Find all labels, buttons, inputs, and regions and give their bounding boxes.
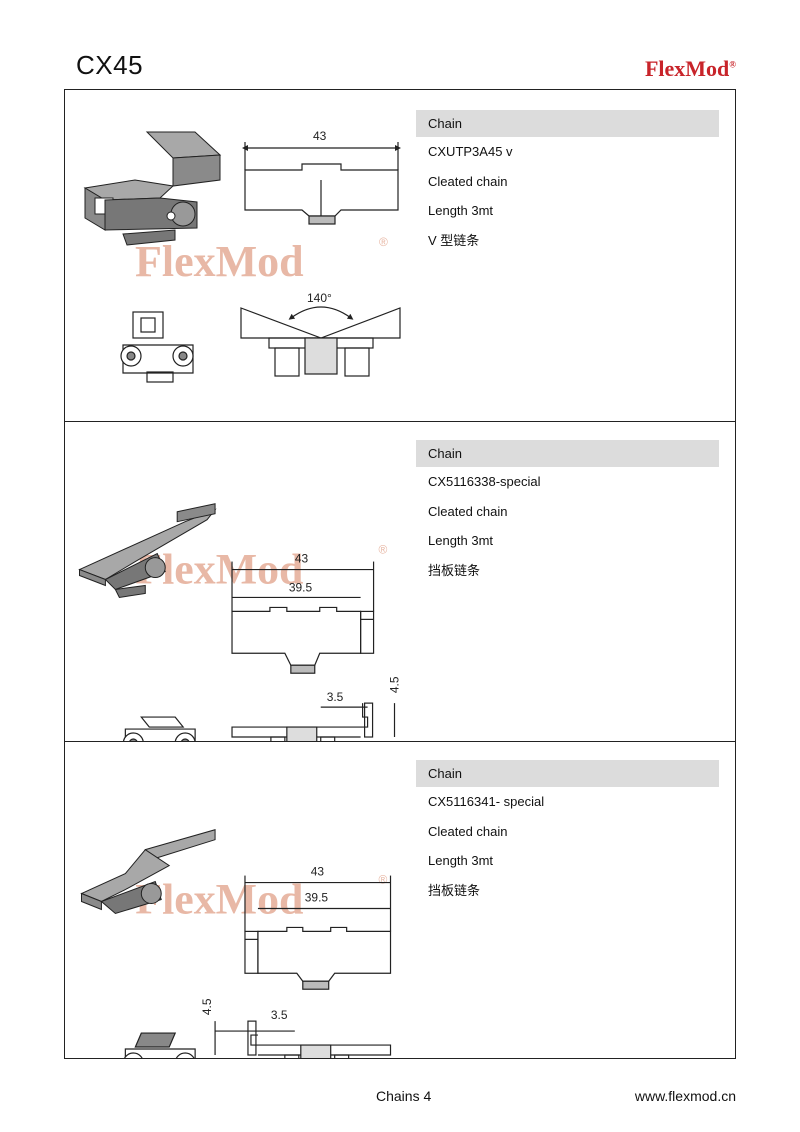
watermark-text: FlexMod	[135, 875, 303, 923]
top-view	[244, 875, 392, 990]
product-length: Length 3mt	[428, 853, 494, 868]
watermark-mark: ®	[379, 235, 388, 249]
product-code: CXUTP3A45 v	[428, 144, 513, 159]
product-info-3: Chain CX5116341- special Cleated chain L…	[416, 760, 719, 905]
info-header: Chain	[416, 110, 719, 137]
info-header: Chain	[416, 760, 719, 787]
product-info-1: Chain CXUTP3A45 v Cleated chain Length 3…	[416, 110, 719, 255]
dim-inner: 39.5	[289, 580, 313, 594]
front-view	[120, 311, 194, 383]
watermark-mark: ®	[379, 543, 388, 557]
product-type: Cleated chain	[428, 823, 508, 839]
chain-3d-view	[80, 829, 216, 915]
dim-height: 4.5	[387, 676, 401, 693]
dim-width: 43	[313, 129, 327, 143]
product-chinese-name: V 型链条	[428, 232, 480, 248]
product-type: Cleated chain	[428, 503, 508, 519]
product-chinese-name: 挡板链条	[428, 562, 481, 578]
dim-outer: 43	[295, 552, 309, 566]
product-length: Length 3mt	[428, 533, 494, 548]
front-view	[124, 1032, 196, 1058]
top-view	[242, 142, 401, 225]
top-view	[231, 561, 375, 674]
front-view	[122, 716, 196, 741]
info-header: Chain	[416, 440, 719, 467]
dim-inner: 39.5	[305, 890, 329, 904]
dim-height: 4.5	[200, 998, 214, 1015]
dim-angle: 140°	[307, 291, 332, 305]
brand-logo: FlexMod®	[644, 56, 736, 81]
watermark-mark: ®	[379, 873, 388, 887]
side-view	[240, 306, 401, 377]
product-section-2: FlexMod ® 43 3	[65, 421, 735, 741]
product-code: CX5116338-special	[428, 474, 541, 489]
page-label: Chains 4	[376, 1088, 432, 1104]
product-chinese-name: 挡板链条	[428, 882, 481, 898]
model-title: CX45	[76, 50, 144, 80]
dim-outer: 43	[311, 865, 325, 879]
dim-offset: 3.5	[271, 1008, 288, 1022]
product-code: CX5116341- special	[428, 794, 545, 809]
product-section-3: FlexMod ® 43 39.5	[65, 741, 735, 1058]
product-section-1: FlexMod ® 4	[65, 90, 735, 421]
product-drawing-3: FlexMod ® 43 39.5	[80, 829, 392, 1058]
side-view	[214, 1020, 392, 1058]
product-type: Cleated chain	[428, 173, 508, 189]
product-drawing-1: FlexMod ® 4	[83, 129, 401, 383]
dim-offset: 3.5	[327, 690, 344, 704]
chain-3d-view	[83, 131, 222, 246]
watermark-text: FlexMod	[135, 237, 304, 286]
product-drawing-2: FlexMod ® 43 3	[78, 503, 401, 741]
chain-3d-view	[78, 503, 217, 598]
product-frame: FlexMod ® 4	[64, 89, 736, 1059]
website-url: www.flexmod.cn	[634, 1088, 736, 1104]
product-info-2: Chain CX5116338-special Cleated chain Le…	[416, 440, 719, 585]
side-view	[231, 702, 396, 741]
product-length: Length 3mt	[428, 203, 494, 218]
